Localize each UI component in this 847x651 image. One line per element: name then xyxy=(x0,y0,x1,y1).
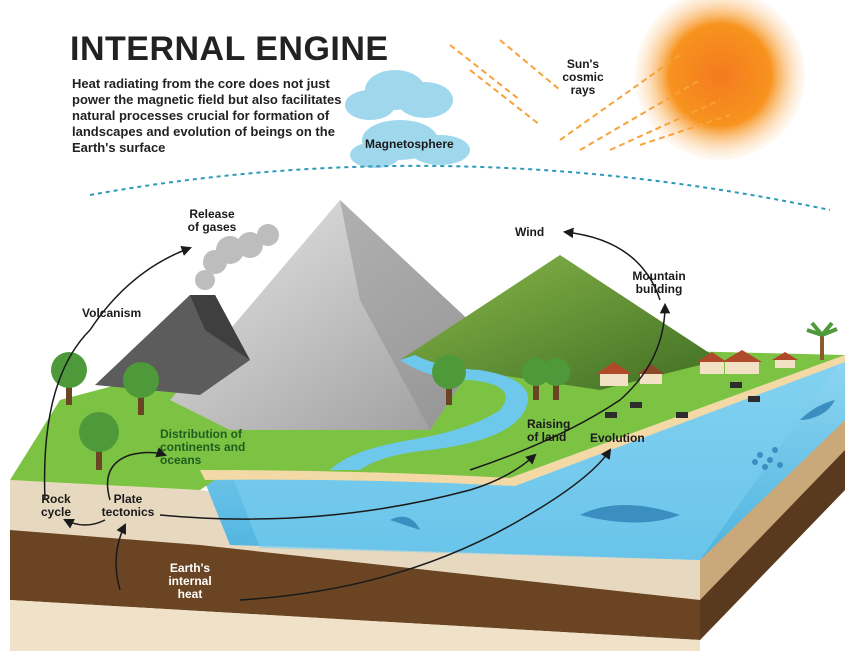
magnetosphere-line xyxy=(89,164,831,211)
label-mountain-building: Mountain building xyxy=(632,269,686,296)
arrow-volcanism xyxy=(43,245,192,501)
label-rock-cycle: Rock cycle xyxy=(40,492,72,519)
fish-school-icon xyxy=(752,447,783,470)
sun-icon xyxy=(635,0,805,160)
arrow-mountain-building xyxy=(469,302,671,471)
label-internal-heat: Earth's internal heat xyxy=(168,561,212,601)
label-wind: Wind xyxy=(515,225,545,239)
label-sun: Sun's cosmic rays xyxy=(562,57,604,97)
process-arrows xyxy=(43,227,671,601)
tree-icon xyxy=(51,352,570,470)
arrow-plate-tectonics xyxy=(115,523,126,591)
smoke-icon xyxy=(195,224,279,290)
green-mountain xyxy=(400,255,720,390)
cloud-icon xyxy=(345,70,470,168)
label-evolution: Evolution xyxy=(590,431,645,445)
arrow-rock-cycle xyxy=(63,519,106,529)
palm-tree-icon xyxy=(806,321,838,360)
arrow-evolution xyxy=(239,448,612,601)
soil-layer xyxy=(10,530,700,640)
label-magnetosphere: Magnetosphere xyxy=(365,137,454,151)
dolphin-icon xyxy=(390,400,835,530)
page-title: INTERNAL ENGINE xyxy=(70,30,389,68)
label-raising-of-land: Raising of land xyxy=(527,417,571,444)
animal-icon xyxy=(605,382,760,418)
side-soil xyxy=(700,450,845,640)
deep-layer xyxy=(10,600,700,651)
label-plate-tectonics: Plate tectonics xyxy=(101,492,155,519)
arrow-distribution xyxy=(106,447,167,501)
sun-rays xyxy=(449,39,731,151)
page-subtitle: Heat radiating from the core does not ju… xyxy=(72,76,342,155)
label-volcanism: Volcanism xyxy=(82,306,142,320)
volcano-shade xyxy=(190,295,250,360)
house-icon xyxy=(596,350,798,386)
label-release-of-gases: Release of gases xyxy=(187,207,237,234)
arrow-wind xyxy=(562,227,661,301)
arrow-raising-of-land xyxy=(159,453,537,520)
label-distribution: Distribution of continents and oceans xyxy=(160,427,246,467)
beach xyxy=(200,355,845,486)
river xyxy=(330,355,528,470)
